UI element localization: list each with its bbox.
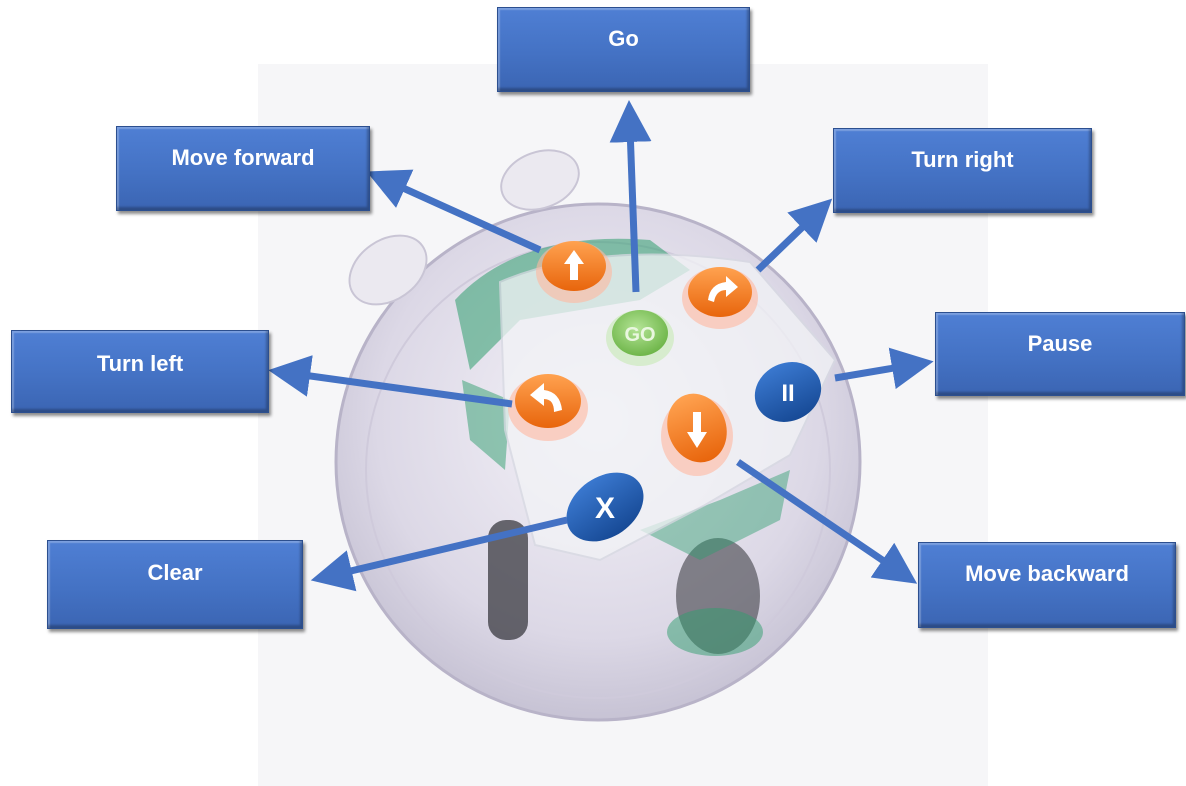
move-forward-arrow (366, 169, 542, 254)
go-button: GO (606, 310, 674, 366)
turn-left-callout: Turn left (11, 330, 269, 413)
pause-callout: Pause (935, 312, 1185, 396)
pause-callout-label: Pause (1027, 331, 1093, 356)
move-backward-callout: Move backward (918, 542, 1176, 628)
go-button-label: GO (624, 324, 655, 346)
go-arrow (609, 100, 652, 293)
move-forward-callout: Move forward (116, 126, 370, 211)
forward-button (536, 241, 612, 303)
move-forward-callout-label: Move forward (171, 145, 315, 170)
backward-button (661, 393, 733, 476)
clear-arrow (310, 516, 568, 592)
turn-right-arrow (755, 198, 833, 273)
pause-button-glyph: II (781, 380, 794, 407)
clear-callout: Clear (47, 540, 303, 629)
turn-right-button (682, 267, 758, 329)
clear-button-glyph: X (595, 492, 615, 525)
go-callout: Go (497, 7, 750, 92)
clear-callout-label: Clear (147, 560, 203, 585)
move-backward-arrow (736, 459, 918, 584)
turn-right-callout-label: Turn right (911, 147, 1014, 172)
pause-button: II (754, 362, 822, 422)
turn-left-button (508, 374, 588, 441)
clear-button: X (566, 472, 644, 542)
turn-right-callout: Turn right (833, 128, 1092, 213)
go-callout-label: Go (608, 26, 639, 51)
robot-body (334, 149, 862, 722)
pause-arrow (834, 347, 934, 390)
turn-left-callout-label: Turn left (96, 351, 184, 376)
turn-left-arrow (268, 355, 513, 408)
move-backward-callout-label: Move backward (965, 561, 1129, 586)
